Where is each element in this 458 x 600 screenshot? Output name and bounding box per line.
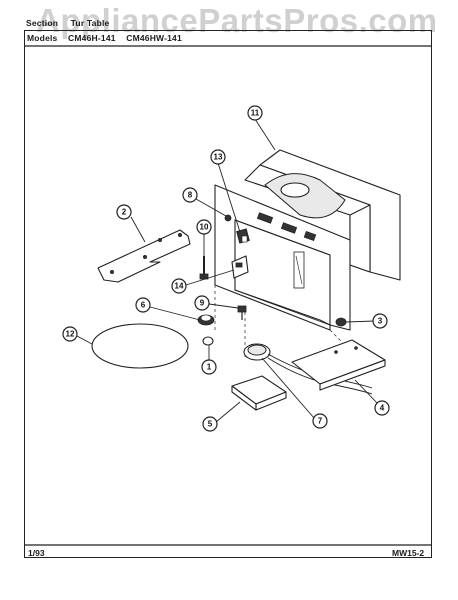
side-bracket-part-2 <box>97 229 191 283</box>
bottom-plate-part-4 <box>291 339 386 391</box>
section-header: Section Tur Table <box>26 18 109 28</box>
svg-text:1: 1 <box>207 363 212 372</box>
callout-13: 13 <box>210 149 226 165</box>
section-title: Tur Table <box>70 18 110 28</box>
callout-4: 4 <box>374 400 390 416</box>
coupler-part-6 <box>197 314 215 326</box>
roller-part-1 <box>202 336 214 346</box>
svg-text:10: 10 <box>200 223 209 232</box>
turntable-glass-part-12 <box>91 323 189 369</box>
callout-8: 8 <box>182 187 198 203</box>
svg-text:4: 4 <box>380 404 385 413</box>
oven-cavity-part-11 <box>244 149 401 281</box>
grommet-part-3 <box>335 317 347 327</box>
callout-3: 3 <box>372 313 388 329</box>
svg-text:7: 7 <box>318 417 323 426</box>
alignment-lines <box>214 285 346 360</box>
watermark: AppliancePartsPros.com <box>36 2 438 39</box>
callout-1: 1 <box>201 359 217 375</box>
svg-text:12: 12 <box>66 330 75 339</box>
models-label: Models <box>27 33 58 43</box>
svg-text:9: 9 <box>200 299 205 308</box>
screw-part-9 <box>237 305 247 320</box>
callout-5: 5 <box>202 416 218 432</box>
svg-text:11: 11 <box>251 109 260 118</box>
callout-11: 11 <box>247 105 263 121</box>
cover-tray-part-5 <box>231 375 287 411</box>
section-label: Section <box>26 18 59 28</box>
bracket-part-14 <box>231 255 249 279</box>
callout-7: 7 <box>312 413 328 429</box>
svg-text:13: 13 <box>214 153 223 162</box>
svg-text:5: 5 <box>208 420 213 429</box>
diagram-frame <box>24 30 432 558</box>
model-1: CM46H-141 <box>68 33 116 43</box>
leader-lines <box>76 118 379 423</box>
svg-text:2: 2 <box>122 208 127 217</box>
callout-10: 10 <box>196 219 212 235</box>
footer-page-code: MW15-2 <box>392 548 425 558</box>
callout-6: 6 <box>135 297 151 313</box>
switch-part-13 <box>236 228 250 244</box>
callout-12: 12 <box>62 326 78 342</box>
svg-text:14: 14 <box>175 282 184 291</box>
model-2: CM46HW-141 <box>126 33 182 43</box>
callout-9: 9 <box>194 295 210 311</box>
svg-text:3: 3 <box>378 317 383 326</box>
callout-2: 2 <box>116 204 132 220</box>
footer-date: 1/93 <box>28 548 45 558</box>
callout-14: 14 <box>171 278 187 294</box>
svg-text:6: 6 <box>141 301 146 310</box>
models-header: Models CM46H-141 CM46HW-141 <box>27 33 182 43</box>
screw-part-10 <box>199 256 209 280</box>
svg-text:8: 8 <box>188 191 193 200</box>
